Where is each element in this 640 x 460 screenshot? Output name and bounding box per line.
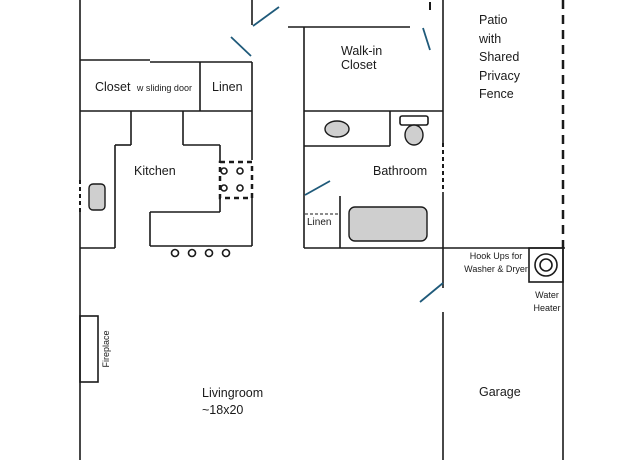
patio-label-line: with <box>479 31 502 46</box>
walkin-label-line: Walk-in <box>341 44 383 58</box>
fireplace-label: Fireplace <box>101 330 111 368</box>
kitchen-label: Kitchen <box>134 164 176 178</box>
patio-label-line: Shared <box>479 50 520 64</box>
door-top-left <box>252 6 280 27</box>
closet-note: w sliding door <box>136 83 192 93</box>
water-heater-label-line: Water <box>535 290 559 300</box>
patio-label: Patio with Shared Privacy Fence <box>479 11 520 104</box>
door-closet <box>230 36 252 57</box>
door-walkin <box>422 27 431 51</box>
livingroom-label: Livingroom ~18x20 <box>202 385 263 419</box>
water-heater-outer-ring <box>534 253 558 277</box>
water-heater-label-line: Heater <box>533 302 561 313</box>
bathtub <box>348 206 428 242</box>
hookups-label-line: Hook Ups for <box>469 251 523 261</box>
hookups-label-line: Washer & Dryer <box>464 263 528 274</box>
bar-stool <box>170 248 180 258</box>
door-garage <box>419 282 444 303</box>
linen-bath-label: Linen <box>307 217 332 228</box>
water-heater-inner-ring <box>539 258 553 272</box>
closet-label: Closet w sliding door <box>95 80 192 94</box>
bathroom-label: Bathroom <box>373 164 428 178</box>
cooktop-burner <box>220 184 228 192</box>
livingroom-label-line: ~18x20 <box>202 403 244 417</box>
cooktop-burner <box>236 167 244 175</box>
closet-title: Closet <box>95 80 131 94</box>
bar-stool <box>204 248 214 258</box>
door-bathroom <box>304 180 331 196</box>
walkin-closet-label: Walk-in Closet <box>341 44 382 73</box>
cooktop-burner <box>236 184 244 192</box>
livingroom-label-line: Livingroom <box>202 386 264 400</box>
linen-top-label: Linen <box>212 80 243 94</box>
patio-label-line: Fence <box>479 87 514 101</box>
walkin-label-line: Closet <box>341 58 377 73</box>
patio-label-line: Patio <box>479 13 508 27</box>
garage-label: Garage <box>479 385 521 399</box>
water-heater-label: Water Heater <box>528 289 566 314</box>
cooktop <box>218 160 254 200</box>
bar-stool <box>221 248 231 258</box>
toilet-tank <box>399 115 429 126</box>
toilet-bowl <box>404 124 424 146</box>
patio-label-line: Privacy <box>479 68 520 83</box>
water-heater <box>528 247 564 283</box>
fireplace <box>79 315 99 383</box>
kitchen-sink <box>88 183 106 211</box>
bathroom-sink <box>324 120 350 138</box>
cooktop-burner <box>220 167 228 175</box>
hookups-label: Hook Ups for Washer & Dryer <box>464 250 528 275</box>
bar-stool <box>187 248 197 258</box>
